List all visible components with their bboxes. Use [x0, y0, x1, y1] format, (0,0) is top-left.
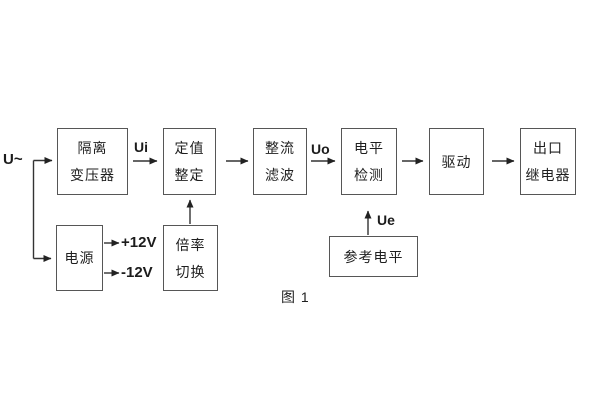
block-label-line: 参考电平: [343, 248, 404, 265]
block-isolation-transformer: 隔离 变压器: [57, 128, 128, 195]
block-driver: 驱动: [429, 128, 484, 195]
block-power-supply: 电源: [56, 225, 103, 291]
signal-label-ue: Ue: [377, 212, 395, 228]
power-rail-negative-label: -12V: [121, 264, 153, 281]
block-label-line: 检测: [354, 167, 384, 183]
figure-caption: 图 1: [281, 289, 310, 305]
block-label-line: 出口: [533, 140, 563, 156]
signal-label-uo: Uo: [311, 141, 330, 157]
block-label-line: 电平: [354, 140, 384, 156]
block-label-line: 定值: [174, 140, 205, 156]
block-label-line: 切换: [175, 263, 206, 280]
block-level-detection: 电平 检测: [341, 128, 397, 195]
block-output-relay: 出口 继电器: [520, 128, 576, 195]
block-ratio-switching: 倍率 切换: [163, 225, 218, 291]
block-setpoint-setting: 定值 整定: [163, 128, 216, 195]
block-label-line: 驱动: [441, 153, 472, 170]
power-rail-positive-label: +12V: [121, 234, 157, 251]
block-label-line: 倍率: [175, 236, 206, 253]
block-label-line: 整流: [265, 140, 295, 156]
input-voltage-label: U~: [3, 151, 23, 168]
block-label-line: 隔离: [77, 140, 108, 156]
block-label-line: 变压器: [70, 167, 115, 183]
block-label-line: 继电器: [525, 167, 571, 183]
block-label-line: 滤波: [265, 167, 295, 183]
block-rectifier-filter: 整流 滤波: [253, 128, 307, 195]
block-label-line: 整定: [174, 167, 205, 183]
block-reference-level: 参考电平: [329, 236, 418, 277]
signal-label-ui: Ui: [134, 139, 148, 155]
block-label-line: 电源: [64, 250, 95, 266]
